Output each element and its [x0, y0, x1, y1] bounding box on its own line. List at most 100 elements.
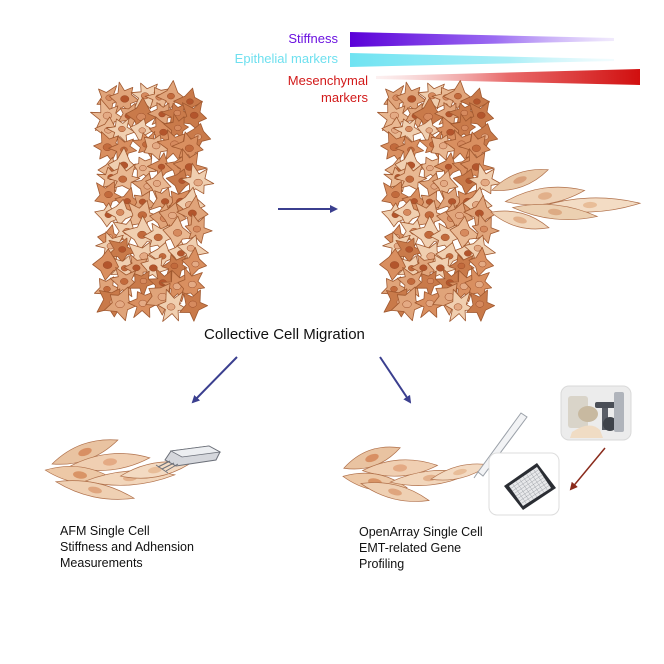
cell-nucleus [439, 180, 449, 187]
cell-nucleus [446, 128, 455, 136]
openarray-branch-arrow [379, 356, 412, 404]
cell-nucleus [173, 229, 183, 237]
spindle-cell-nucleus [513, 176, 527, 184]
spindle-cell-nucleus [538, 192, 552, 200]
instrument-to-chip-arrow [569, 447, 606, 491]
spindle-cell-nucleus [148, 466, 162, 474]
cell-nucleus [167, 92, 175, 100]
cell-nucleus [461, 124, 469, 131]
spindle-cell-nucleus [88, 486, 102, 494]
spindle-cell-nucleus [513, 216, 527, 224]
stiffness-label: Stiffness [288, 31, 338, 46]
cell-nucleus [174, 124, 182, 131]
spindle-cell-nucleus [73, 471, 87, 479]
cell-nucleus [157, 163, 166, 170]
cell-nucleus [132, 264, 141, 272]
cell-nucleus [138, 127, 146, 134]
openarray-caption: OpenArray Single Cell EMT-related Gene P… [359, 525, 483, 571]
spindle-cell-nucleus [388, 488, 402, 496]
cell-nucleus [471, 144, 481, 152]
cell-body [467, 162, 502, 195]
cell-nucleus [460, 229, 470, 237]
cell-nucleus [405, 175, 415, 183]
cell-nucleus [139, 278, 148, 285]
cell-nucleus [118, 246, 127, 253]
cell-nucleus [440, 233, 450, 242]
cell-nucleus [454, 92, 462, 100]
single-cells-afm [44, 439, 191, 500]
cell-nucleus [115, 300, 125, 309]
cell-nucleus [103, 286, 111, 293]
cell-nucleus [479, 225, 488, 233]
cell-nucleus [478, 260, 487, 268]
cell-nucleus [426, 165, 434, 172]
cell-nucleus [173, 109, 182, 117]
afm-branch-arrow [191, 356, 238, 404]
cell-nucleus [475, 300, 484, 308]
cell-nucleus [168, 211, 177, 219]
cell-nucleus [402, 300, 412, 309]
cell-nucleus [186, 98, 194, 105]
cell-nucleus [138, 299, 148, 307]
cell-nucleus [453, 303, 463, 311]
collective-migration-caption: Collective Cell Migration [204, 326, 365, 343]
cell-body [127, 270, 156, 299]
spindle-cell-nucleus [365, 453, 379, 463]
cell-nucleus [189, 111, 199, 119]
cell-nucleus [407, 278, 416, 285]
spindle-cell-nucleus [393, 464, 407, 472]
cell-nucleus [464, 250, 472, 257]
mesenchymal-gradient-bar [376, 69, 640, 85]
gradient-bars [350, 32, 640, 85]
epithelial-cell-sheet-left [90, 80, 215, 322]
cell-nucleus [187, 280, 197, 289]
cell-nucleus [120, 95, 130, 103]
cell-nucleus [139, 165, 147, 172]
cell-nucleus [403, 209, 412, 216]
cell-nucleus [474, 280, 484, 289]
cell-nucleus [473, 98, 481, 105]
cell-nucleus [104, 191, 113, 199]
cell-nucleus [193, 178, 203, 187]
cell-nucleus [192, 225, 201, 233]
epithelial-cell-sheet-right [377, 80, 502, 322]
cell-nucleus [419, 264, 428, 272]
cell-nucleus [191, 260, 200, 268]
cell-nucleus [149, 264, 158, 272]
cell-nucleus [480, 178, 490, 187]
cell-nucleus [390, 286, 398, 293]
cell-nucleus [426, 278, 435, 285]
cell-nucleus [159, 128, 168, 136]
epithelial-gradient-bar [350, 53, 614, 67]
spindle-cell-nucleus [548, 208, 562, 216]
cell-nucleus [184, 144, 194, 152]
cell-nucleus [170, 262, 179, 270]
cell-body [414, 270, 443, 299]
afm-cantilever-icon [155, 445, 222, 474]
cell-nucleus [389, 261, 400, 269]
cell-nucleus [476, 111, 486, 119]
cell-nucleus [116, 209, 125, 216]
cell-nucleus [455, 211, 464, 219]
cell-nucleus [152, 142, 161, 150]
cell-nucleus [120, 278, 129, 285]
migrating-leader-cells [490, 169, 642, 230]
openarray-instrument-photo [560, 385, 632, 441]
cell-nucleus [118, 175, 128, 183]
cell-nucleus [407, 95, 417, 103]
cell-nucleus [439, 142, 448, 150]
cell-body [180, 162, 215, 195]
cell-nucleus [102, 261, 113, 269]
afm-caption: AFM Single Cell Stiffness and Adhension … [60, 524, 194, 570]
cell-nucleus [425, 127, 433, 134]
cell-nucleus [425, 299, 435, 307]
cell-nucleus [153, 233, 163, 242]
spindle-cell-nucleus [453, 468, 467, 476]
spindle-cell-nucleus [583, 201, 597, 209]
cell-nucleus [460, 109, 469, 117]
stiffness-gradient-bar [350, 32, 614, 47]
cell-nucleus [152, 180, 162, 187]
cell-nucleus [166, 303, 176, 311]
openarray-chip-photo [488, 452, 560, 516]
